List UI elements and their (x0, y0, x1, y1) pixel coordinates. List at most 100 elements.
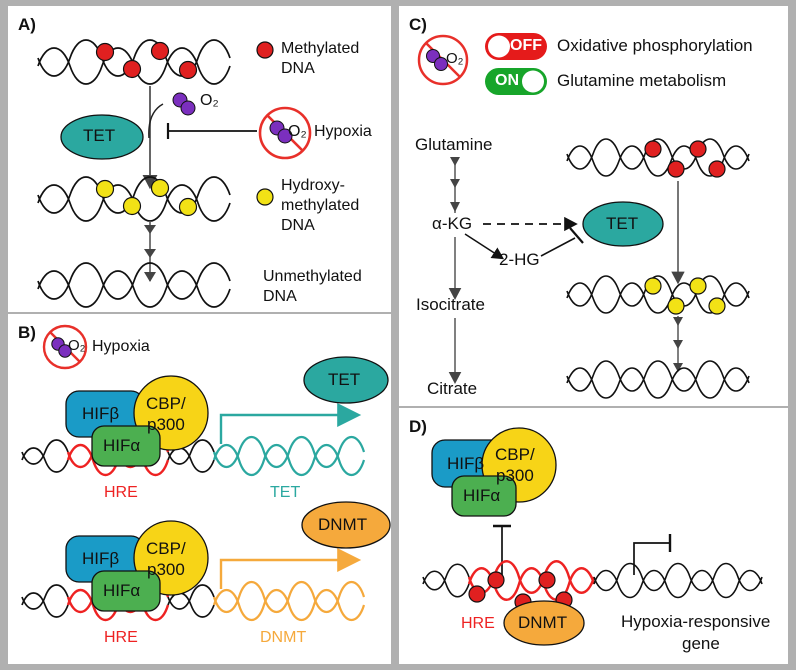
oxygen-label: O₂ (200, 92, 219, 109)
hypoxia-symbol (42, 324, 88, 370)
hydroxymethyl-dot (689, 277, 707, 295)
hre-label-bottom: HRE (104, 629, 138, 646)
hif-complex-bottom (65, 520, 209, 612)
hydroxymethyl-dot (122, 196, 142, 216)
legend-methylated-dot (256, 41, 274, 59)
hypoxia-inhibition-line (166, 123, 257, 139)
hydroxymethyl-dot (150, 178, 170, 198)
methyl-dot (468, 585, 486, 603)
panel-c-label: C) (409, 15, 427, 34)
hif-alpha-label: HIFα (463, 486, 501, 505)
hif-alpha-box (91, 570, 161, 612)
legend-hydroxy-line2: methylated (281, 197, 360, 214)
gene-label-line1: Hypoxia-responsive (621, 612, 771, 631)
gene-label-dnmt: DNMT (260, 629, 307, 646)
cbp-p300-line2-bottom: p300 (147, 560, 185, 579)
cbp-p300-line2: p300 (496, 466, 534, 485)
akg-to-2hg-arrow (464, 233, 505, 260)
methyl-dot (122, 59, 142, 79)
dna-unmethylated-bottom (37, 262, 231, 308)
dnmt-label: DNMT (518, 613, 568, 632)
dna-strand (422, 560, 763, 611)
legend-unmethylated-line1: Unmethylated (263, 268, 362, 285)
hypoxia-symbol (417, 34, 469, 86)
hypoxia-oxygen-label: O₂ (68, 337, 86, 354)
methyl-dot (538, 571, 556, 589)
cbp-p300-line1: CBP/ (495, 445, 535, 464)
legend-methylated-line1: Methylated (281, 40, 360, 57)
hif-alpha-box (451, 475, 517, 517)
2hg-inhibits-tet-line (540, 237, 576, 257)
panel-c-graphics (417, 33, 750, 399)
hydroxymethyl-dot (667, 297, 685, 315)
panel-a-label: A) (18, 15, 36, 34)
hif-beta-label: HIFβ (447, 454, 485, 473)
toggle-oxidative-phosphorylation[interactable] (485, 33, 547, 60)
toggle-on-process-label: Glutamine metabolism (557, 71, 727, 90)
panel-b: B) (8, 314, 391, 664)
legend-methylated-line2: DNA (281, 60, 315, 77)
panel-b-graphics (21, 324, 391, 622)
hypoxia-symbol (258, 106, 312, 160)
hydroxymethyl-dot (178, 197, 198, 217)
hre-label-top: HRE (104, 484, 138, 501)
tet-product-ellipse (303, 356, 389, 404)
dna-hydroxymethylated-middle (566, 275, 750, 315)
toggle-glutamine-metabolism[interactable] (485, 68, 547, 95)
methyl-dot (689, 140, 707, 158)
hif-beta-label-top: HIFβ (82, 404, 120, 423)
panel-d-label: D) (409, 417, 427, 436)
hre-label: HRE (461, 615, 495, 632)
transcription-arrow-tet (219, 403, 362, 444)
branch-2hg-label: 2-HG (499, 250, 540, 269)
cbp-p300-line1-top: CBP/ (146, 394, 186, 413)
legend-hydroxy-line1: Hydroxy- (281, 177, 346, 194)
methyl-dot (487, 571, 505, 589)
tet-label: TET (606, 214, 639, 233)
oxygen-molecule (172, 92, 196, 116)
gene-label-line2: gene (682, 634, 720, 653)
tet-protein (582, 201, 664, 247)
panel-c: C) (399, 6, 788, 406)
hif-alpha-label-top: HIFα (103, 436, 141, 455)
cbp-p300-line1-bottom: CBP/ (146, 539, 186, 558)
tet-label: TET (83, 126, 116, 145)
methyl-dot (178, 60, 198, 80)
cbp-p300-line2-top: p300 (147, 415, 185, 434)
pathway-arrows (448, 157, 584, 384)
hydroxymethyl-dot (95, 179, 115, 199)
hydroxymethyl-dot (708, 297, 726, 315)
dna-methylated-top (37, 39, 231, 85)
methyl-dot (150, 41, 170, 61)
panel-d-graphics (422, 427, 763, 646)
conversion-arrow-2 (144, 221, 156, 282)
hypoxia-label: Hypoxia (314, 123, 372, 140)
dnmt-product-label: DNMT (318, 515, 368, 534)
methyl-dot (95, 42, 115, 62)
pathway-isocitrate-label: Isocitrate (416, 295, 485, 314)
panel-a-graphics (37, 39, 312, 308)
hre-region (467, 567, 596, 601)
toggle-on-state-label: ON (495, 72, 519, 89)
tet-protein (60, 114, 144, 160)
hypoxia-oxygen-label: O₂ (288, 123, 307, 140)
toggle-off-process-label: Oxidative phosphorylation (557, 36, 753, 55)
dnmt-product-ellipse (301, 501, 391, 549)
transcription-arrow-dnmt (219, 548, 362, 589)
dna-methylated-top (566, 138, 750, 178)
legend-unmethylated-line2: DNA (263, 288, 297, 305)
panel-d: D) (399, 408, 788, 664)
dna-hydroxymethylated-middle (37, 176, 231, 222)
complex-inhibition-line (493, 524, 511, 576)
methyl-dot (708, 160, 726, 178)
gene-label-tet: TET (270, 484, 301, 501)
hydroxymethyl-dot (644, 277, 662, 295)
panel-b-label: B) (18, 323, 36, 342)
legend-hydroxymethyl-dot (256, 188, 274, 206)
pathway-glutamine-label: Glutamine (415, 135, 493, 154)
dnmt-protein (503, 600, 585, 646)
toggle-off-state-label: OFF (510, 37, 542, 54)
hypoxia-label: Hypoxia (92, 338, 150, 355)
panel-a: A) (8, 6, 391, 312)
tet-product-label: TET (328, 370, 361, 389)
